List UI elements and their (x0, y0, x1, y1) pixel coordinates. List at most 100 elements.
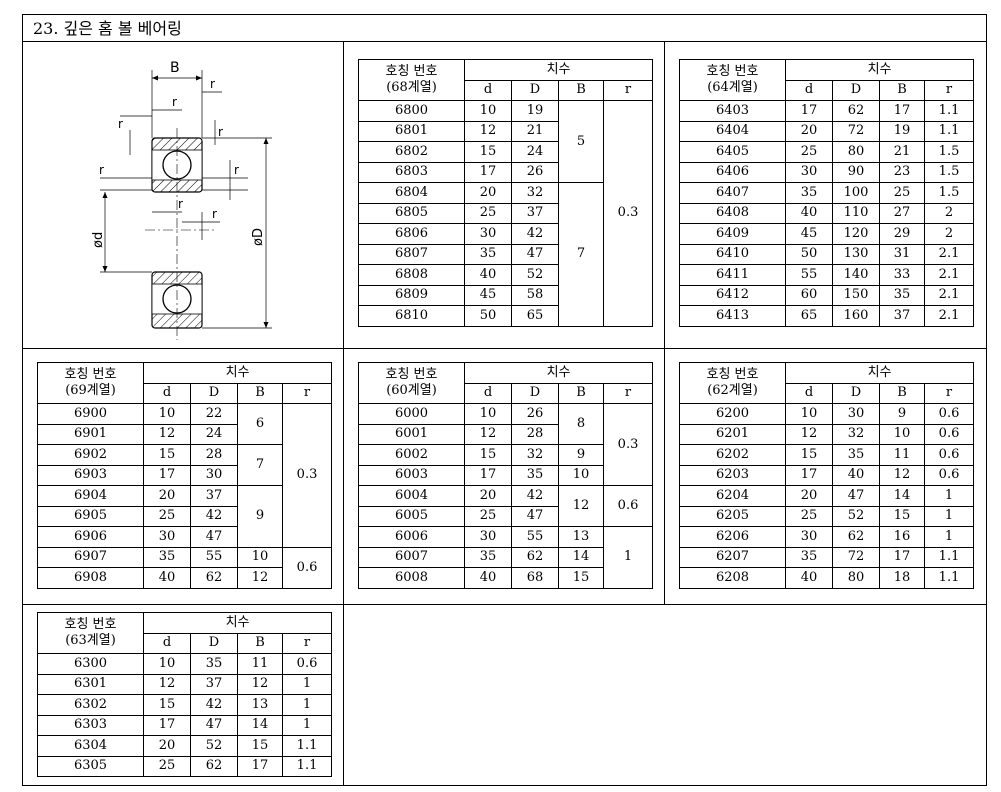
cell-designation: 6802 (358, 141, 465, 163)
cell-D: 26 (511, 403, 559, 425)
cell-D: 47 (832, 485, 880, 507)
cell-r: 1 (923, 485, 975, 507)
cell-D: 62 (511, 546, 559, 568)
cell-d: 20 (785, 485, 833, 507)
cell-designation: 6202 (679, 444, 786, 466)
label-d: ød (91, 232, 106, 248)
cell-d: 25 (143, 505, 191, 527)
cell-designation: 6203 (679, 464, 786, 486)
cell-D: 68 (511, 567, 559, 589)
cell-designation: 6407 (679, 182, 786, 204)
label-r-5: r (99, 163, 104, 177)
cell-d: 15 (143, 444, 191, 466)
cell-designation: 6405 (679, 141, 786, 163)
cell-designation: 6904 (37, 485, 144, 507)
header-r: r (923, 79, 975, 101)
cell-d: 17 (143, 464, 191, 486)
cell-B: 13 (237, 694, 283, 716)
label-r-2: r (210, 77, 215, 91)
cell-d: 40 (464, 264, 512, 286)
cell-D: 140 (832, 264, 880, 286)
cell-d: 50 (785, 243, 833, 265)
cell-B: 9 (558, 444, 604, 466)
label-B: B (170, 60, 180, 76)
header-row: 호칭 번호(60계열)치수 (358, 362, 654, 404)
cell-B: 12 (879, 464, 925, 486)
cell-d: 40 (785, 202, 833, 224)
header-dims: 치수 (784, 59, 975, 81)
cell-D: 24 (511, 141, 559, 163)
cell-D: 52 (190, 735, 238, 757)
cell-designation: 6302 (37, 694, 144, 716)
cell-designation: 6403 (679, 100, 786, 122)
cell-designation: 6305 (37, 755, 144, 777)
bearing-drawing: B r r r r r r r r ød øD (91, 60, 272, 340)
cell-r: 0.6 (281, 653, 333, 675)
cell-designation: 6008 (358, 567, 465, 589)
cell-designation: 6208 (679, 567, 786, 589)
cell-B: 12 (237, 673, 283, 695)
cell-r: 1 (281, 673, 333, 695)
cell-D: 35 (511, 464, 559, 486)
cell-D: 35 (190, 653, 238, 675)
cell-D: 120 (832, 223, 880, 245)
cell-D: 62 (190, 567, 238, 589)
cell-B: 33 (879, 264, 925, 286)
cell-r: 1.1 (923, 567, 975, 589)
cell-d: 12 (464, 120, 512, 142)
cell-r: 1 (923, 505, 975, 527)
cell-r: 1.5 (923, 182, 975, 204)
cell-designation: 6001 (358, 423, 465, 445)
cell-B: 11 (879, 444, 925, 466)
header-d: d (464, 79, 512, 101)
cell-r: 1.1 (281, 755, 333, 777)
cell-B: 11 (237, 653, 283, 675)
cell-designation: 6411 (679, 264, 786, 286)
header-d: d (464, 382, 512, 404)
cell-B: 7 (237, 444, 283, 486)
cell-B: 21 (879, 141, 925, 163)
cell-B: 10 (237, 546, 283, 568)
cell-B: 15 (237, 735, 283, 757)
cell-d: 25 (464, 505, 512, 527)
cell-B: 31 (879, 243, 925, 265)
cell-B: 12 (237, 567, 283, 589)
cell-designation: 6808 (358, 264, 465, 286)
cell-d: 15 (464, 444, 512, 466)
cell-d: 10 (143, 653, 191, 675)
cell-D: 30 (190, 464, 238, 486)
cell-D: 37 (190, 485, 238, 507)
header-d: d (785, 79, 833, 101)
cell-B: 17 (879, 100, 925, 122)
cell-d: 35 (785, 546, 833, 568)
cell-d: 12 (464, 423, 512, 445)
cell-D: 130 (832, 243, 880, 265)
cell-B: 17 (237, 755, 283, 777)
cell-d: 25 (143, 755, 191, 777)
cell-designation: 6905 (37, 505, 144, 527)
cell-d: 10 (464, 403, 512, 425)
label-D: øD (251, 228, 266, 246)
cell-D: 32 (832, 423, 880, 445)
cell-d: 25 (785, 141, 833, 163)
cell-d: 45 (785, 223, 833, 245)
cell-designation: 6006 (358, 526, 465, 548)
header-series: (64계열) (707, 80, 758, 95)
cell-D: 35 (832, 444, 880, 466)
header-d: d (785, 382, 833, 404)
